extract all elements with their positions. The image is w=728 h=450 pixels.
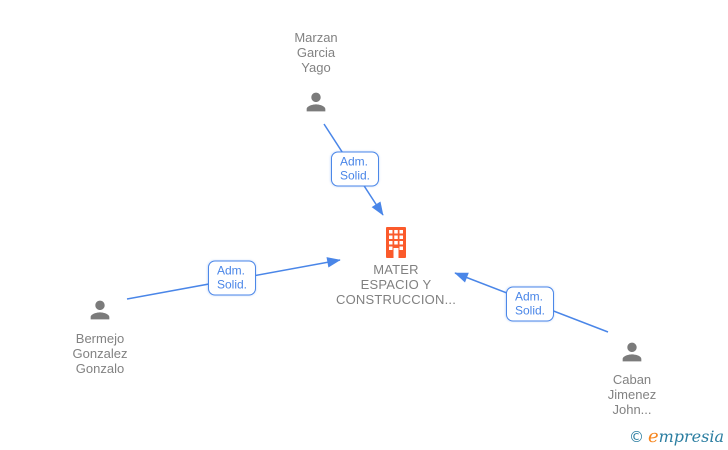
person-name-line: Marzan — [294, 30, 338, 45]
person-name-line: Caban — [612, 372, 652, 387]
edge-label-line: Adm. — [339, 154, 368, 169]
edge-label-adm-solid-bermejo: Adm. Solid. — [207, 260, 257, 296]
edge-label-adm-solid-marzan: Adm. Solid. — [330, 151, 380, 187]
node-person-caban[interactable] — [618, 338, 646, 371]
empresia-brand-initial: e — [647, 426, 659, 447]
company-name-line: CONSTRUCCION... — [336, 292, 456, 307]
person-icon — [622, 342, 642, 362]
empresia-brand-rest: mpresia — [658, 427, 724, 446]
edge-label-line: Solid. — [339, 168, 371, 183]
person-name-line: Yago — [301, 60, 331, 75]
person-name-line: Gonzalez — [72, 346, 128, 361]
edge-label-adm-solid-caban: Adm. Solid. — [505, 286, 555, 322]
person-name-line: Garcia — [296, 45, 336, 60]
person-name-line: Jimenez — [607, 387, 657, 402]
edge-label-line: Solid. — [514, 303, 546, 318]
node-person-marzan[interactable] — [302, 88, 330, 121]
edge-label-line: Solid. — [216, 277, 248, 292]
building-icon — [386, 227, 406, 258]
person-name-line: Gonzalo — [75, 361, 125, 376]
node-label-caban[interactable]: Caban Jimenez John... — [562, 372, 702, 417]
company-name-line: ESPACIO Y — [360, 277, 432, 292]
node-company-mater[interactable] — [384, 227, 408, 263]
node-label-marzan[interactable]: Marzan Garcia Yago — [246, 30, 386, 75]
person-name-line: John... — [612, 402, 652, 417]
node-label-company[interactable]: MATER ESPACIO Y CONSTRUCCION... — [306, 262, 486, 307]
empresia-logo[interactable]: ©empresia — [629, 426, 724, 447]
edge-label-line: Adm. — [514, 289, 543, 304]
person-icon — [306, 92, 326, 112]
node-person-bermejo[interactable] — [86, 296, 114, 329]
edge-label-line: Adm. — [216, 263, 245, 278]
node-label-bermejo[interactable]: Bermejo Gonzalez Gonzalo — [30, 331, 170, 376]
person-icon — [90, 300, 110, 320]
person-name-line: Bermejo — [75, 331, 125, 346]
company-name-line: MATER — [373, 262, 419, 277]
copyright-symbol: © — [628, 428, 644, 446]
